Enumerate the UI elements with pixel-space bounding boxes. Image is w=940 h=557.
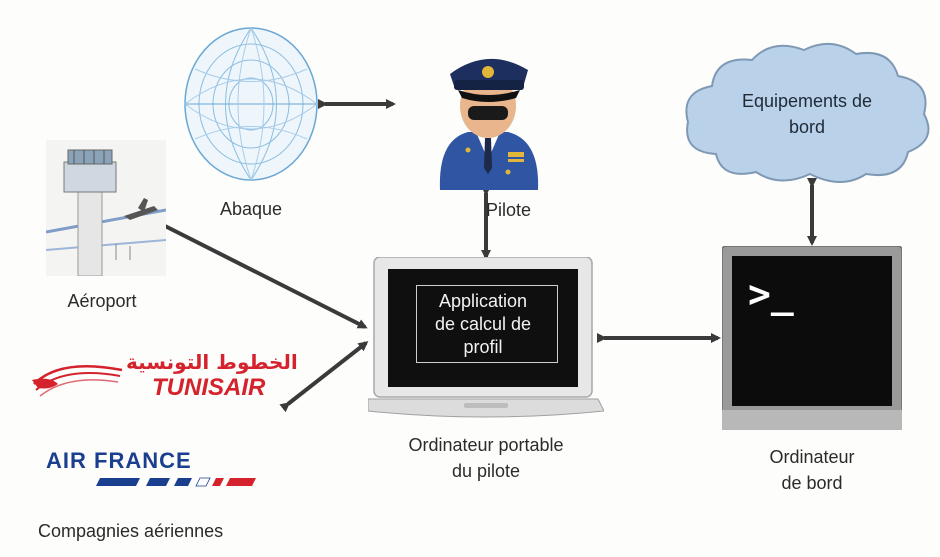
abaque-node <box>180 24 322 184</box>
pilote-node <box>428 40 548 190</box>
laptop-label-line1: Ordinateur portable <box>408 435 564 455</box>
terminal-prompt: >_ <box>748 272 794 316</box>
laptop-label-line2: du pilote <box>451 461 521 481</box>
tunisair-logo: الخطوط التونسية TUNISAIR <box>30 350 298 410</box>
cloud-shape <box>685 43 930 183</box>
aeroport-label: Aéroport <box>67 291 137 311</box>
laptop-screen-line1: Application <box>438 291 528 311</box>
abaque-label: Abaque <box>219 199 283 219</box>
tunisair-wordmark: TUNISAIR <box>152 374 266 401</box>
laptop-screen-line2: de calcul de <box>434 314 532 334</box>
airfrance-logo: AIR FRANCE <box>46 448 256 488</box>
airlines-label: Compagnies aériennes <box>38 521 224 541</box>
equipements-cloud: Equipements de bord <box>676 34 938 184</box>
tunisair-arabic: الخطوط التونسية <box>126 350 298 374</box>
equipements-line1: Equipements de <box>741 91 873 111</box>
terminal-icon <box>722 246 902 430</box>
laptop-screen-line3: profil <box>463 337 503 357</box>
laptop-screen-box <box>416 285 558 363</box>
equipements-line2: bord <box>788 117 826 137</box>
aeroport-node <box>46 140 166 276</box>
pilot-avatar-icon <box>439 58 539 190</box>
tunisair-gazelle-icon <box>32 364 123 397</box>
laptop-node: Application de calcul de profil <box>368 257 604 419</box>
terminal-label-line1: Ordinateur <box>769 447 855 467</box>
laptop-icon <box>368 257 604 418</box>
terminal-node: >_ <box>722 246 902 430</box>
airfrance-wordmark: AIR FRANCE <box>46 448 192 473</box>
pilote-label: Pilote <box>486 200 532 220</box>
abaque-chart-icon <box>184 27 318 181</box>
airfrance-stripes-icon <box>96 477 256 487</box>
arrow-aeroport-laptop <box>156 218 368 329</box>
arrow-airlines-laptop <box>279 341 369 413</box>
terminal-label-line2: de bord <box>781 473 843 493</box>
control-tower-icon <box>46 140 166 276</box>
